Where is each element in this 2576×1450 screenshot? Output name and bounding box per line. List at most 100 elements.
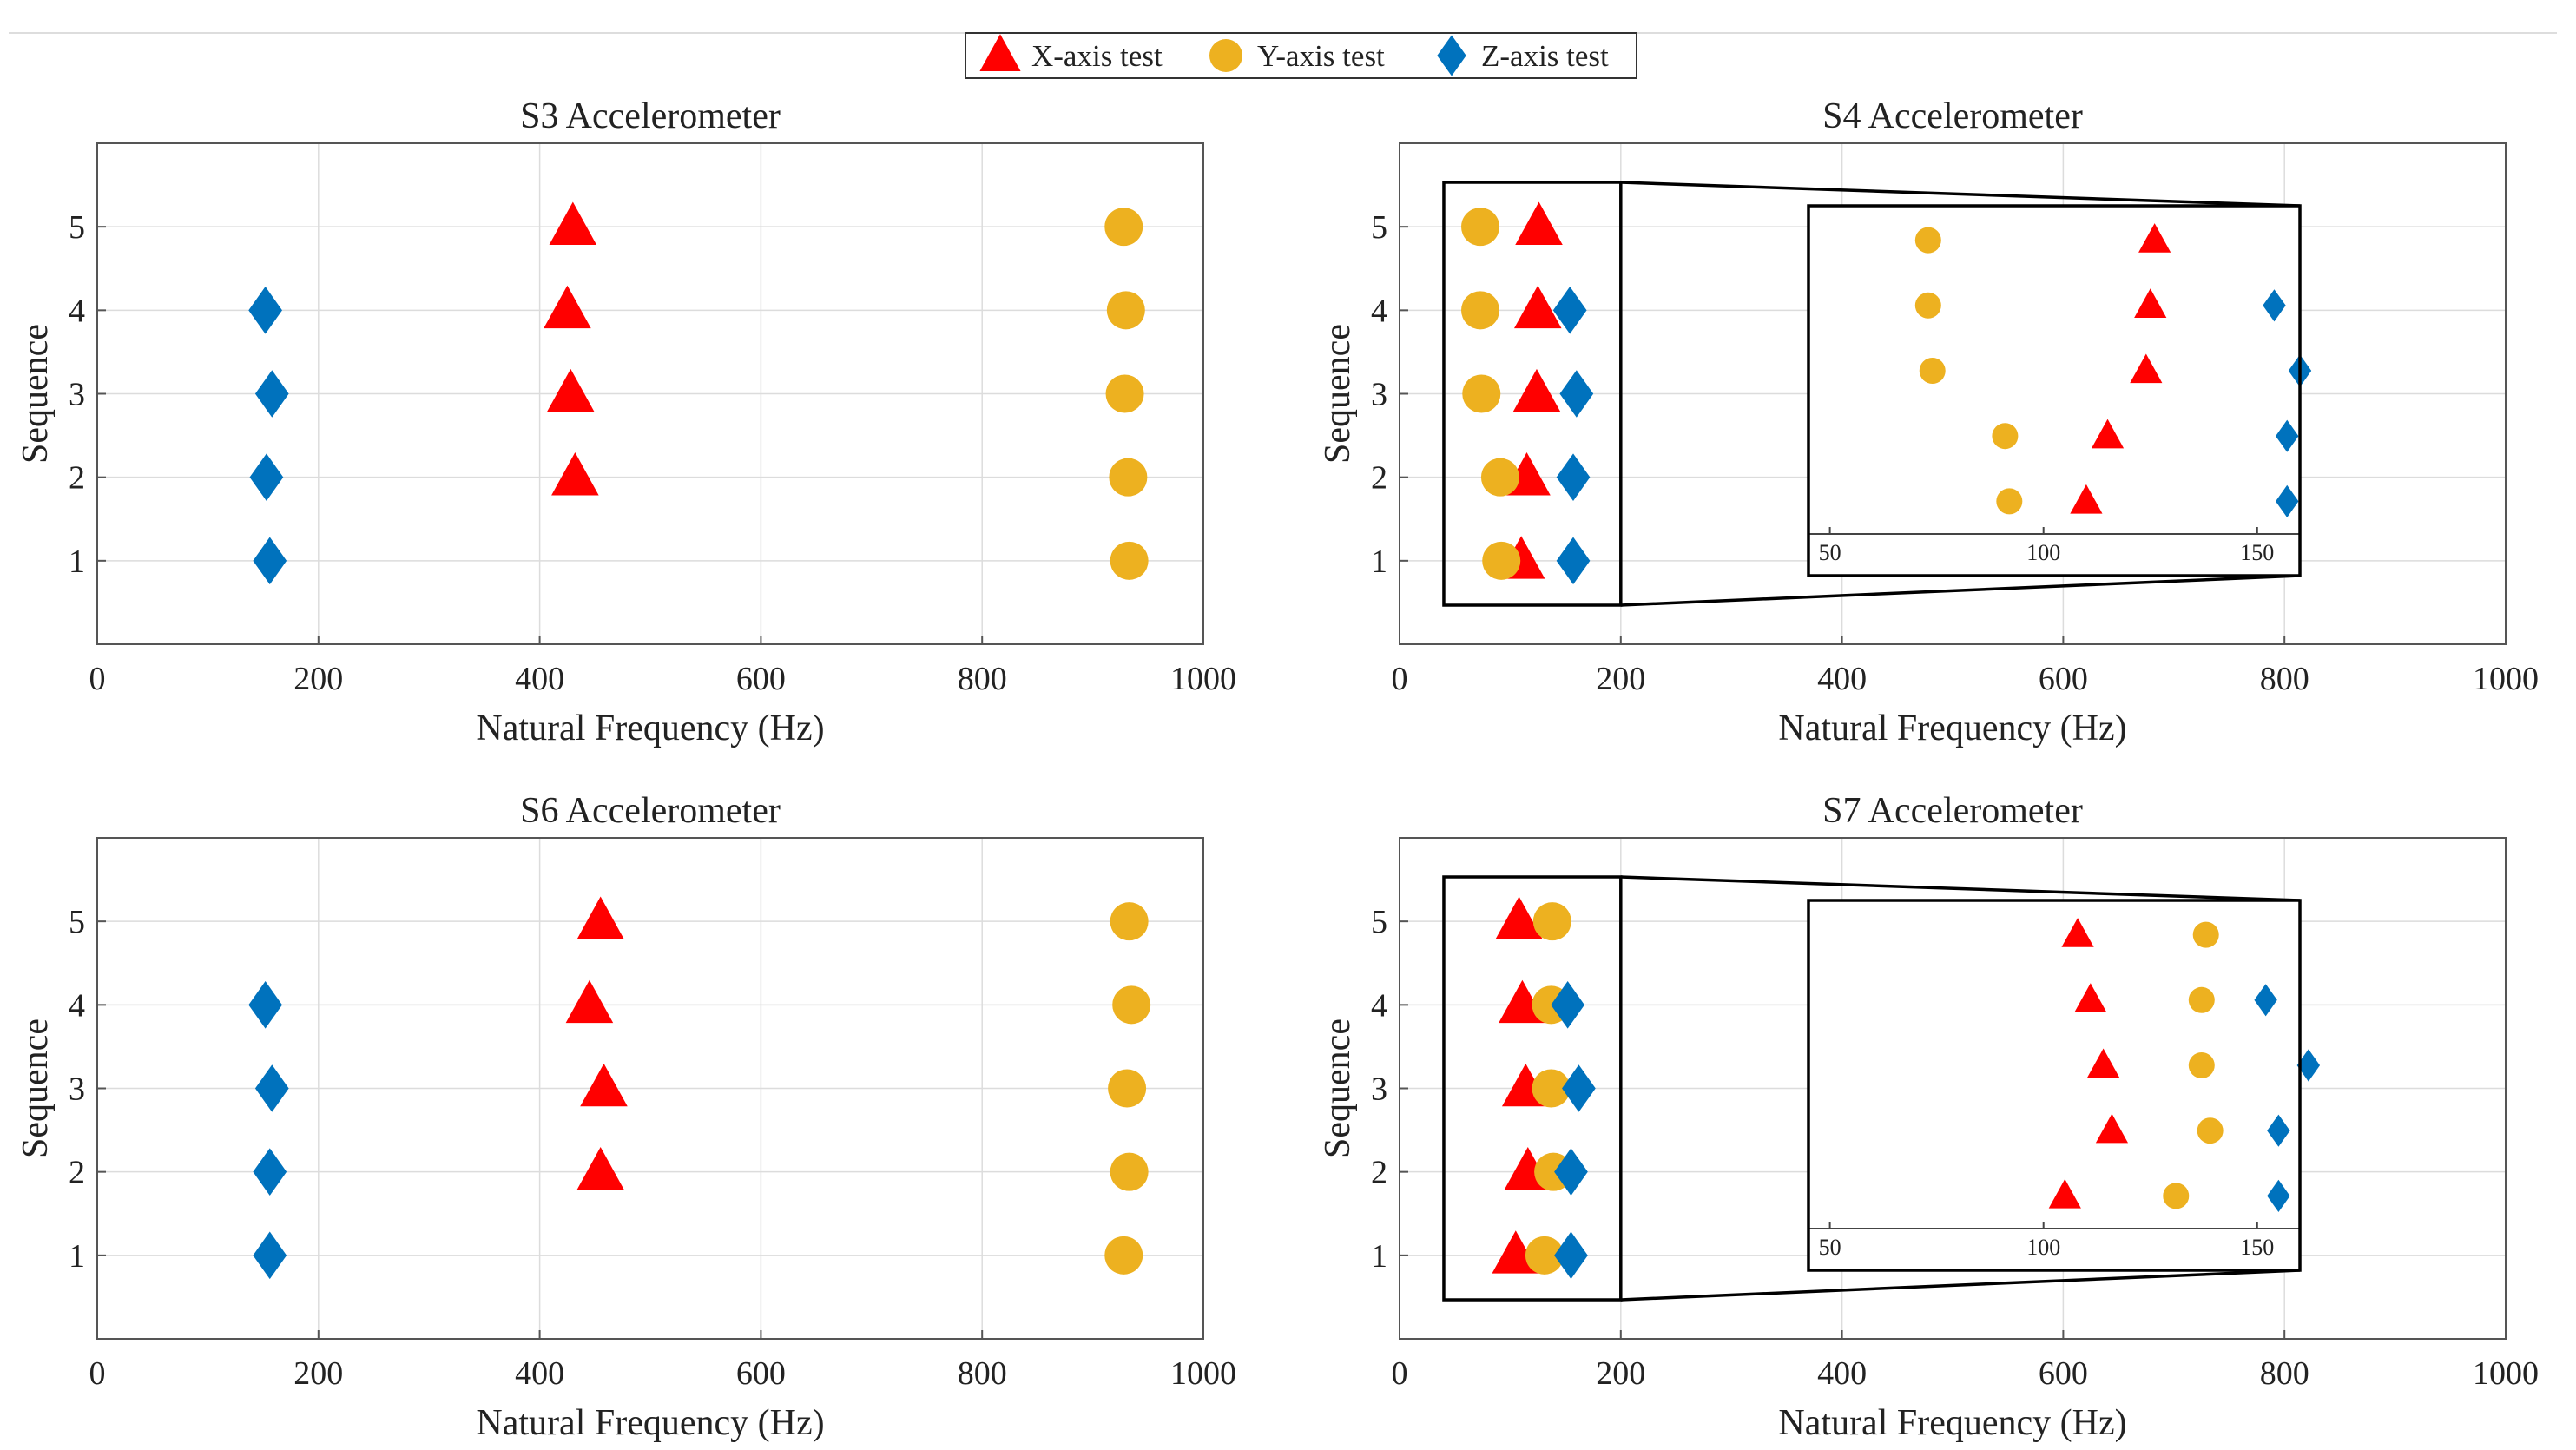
x-tick-label: 200 [293, 661, 343, 697]
data-point-circle [1110, 541, 1149, 580]
x-tick-label: 800 [958, 661, 1007, 697]
data-point-diamond [254, 370, 289, 418]
chart-title: S7 Accelerometer [1822, 791, 2083, 831]
legend-label: X-axis test [1031, 39, 1163, 73]
y-tick-label: 5 [69, 209, 85, 246]
x-tick-label: 200 [1596, 1355, 1645, 1392]
x-tick-label: 800 [2260, 1355, 2309, 1392]
data-point-triangle [1495, 896, 1543, 939]
inset-point-triangle [2087, 1048, 2120, 1078]
data-point-circle [1461, 208, 1500, 247]
inset-point-circle [2197, 1117, 2224, 1144]
x-axis-label: Natural Frequency (Hz) [476, 1403, 824, 1443]
inset-point-diamond [2263, 289, 2286, 322]
data-point-triangle [576, 896, 624, 939]
data-point-diamond [1559, 370, 1594, 418]
inset-point-triangle [2134, 288, 2167, 318]
legend-box [965, 32, 1637, 79]
inset-point-diamond [2276, 419, 2299, 452]
chart-title: S3 Accelerometer [520, 96, 781, 136]
inset-point-circle [2163, 1183, 2190, 1209]
y-axis-label: Sequence [16, 1018, 56, 1158]
inset-point-diamond [2267, 1114, 2290, 1147]
y-tick-label: 1 [1371, 544, 1387, 580]
y-tick-label: 3 [69, 1071, 85, 1108]
x-tick-label: 0 [89, 661, 106, 697]
inset-point-circle [2192, 921, 2219, 948]
y-tick-label: 1 [1371, 1238, 1387, 1275]
y-tick-label: 2 [69, 1155, 85, 1191]
inset-point-diamond [2276, 484, 2299, 517]
x-tick-label: 200 [293, 1355, 343, 1392]
data-point-diamond [248, 287, 283, 334]
zoom-box [1442, 181, 1623, 607]
x-tick-label: 600 [2039, 661, 2088, 697]
legend-marker-diamond-icon [1437, 35, 1466, 76]
data-point-diamond [1552, 287, 1587, 334]
data-point-diamond [1556, 537, 1591, 585]
inset-point-triangle [2091, 419, 2125, 449]
data-point-diamond [1554, 1231, 1588, 1280]
inset-point-circle [2188, 986, 2215, 1013]
legend-label: Y-axis test [1257, 39, 1385, 73]
data-point-triangle [565, 979, 614, 1024]
data-point-triangle [546, 368, 595, 412]
inset-area [1808, 206, 2300, 576]
x-tick-label: 1000 [2473, 1355, 2539, 1392]
zoom-connector [1620, 875, 2301, 902]
inset-point-circle [1919, 358, 1946, 384]
y-tick-label: 5 [1371, 904, 1387, 940]
inset-x-tick-label: 50 [1819, 1235, 1841, 1260]
data-point-circle [1106, 291, 1145, 330]
y-axis-label: Sequence [16, 324, 56, 464]
data-point-circle [1482, 541, 1521, 580]
x-tick-label: 0 [89, 1355, 106, 1392]
inset-x-tick-label: 100 [2026, 1235, 2060, 1260]
inset-point-triangle [2070, 484, 2103, 514]
legend-marker-triangle-icon [979, 34, 1021, 71]
zoom-connector [1620, 574, 2301, 607]
x-axis-label: Natural Frequency (Hz) [1778, 1403, 2126, 1443]
data-point-circle [1104, 208, 1143, 247]
inset-point-circle [1996, 488, 2023, 515]
legend-marker-circle-icon [1209, 39, 1242, 72]
inset-x-tick-label: 150 [2240, 540, 2274, 565]
data-point-circle [1112, 985, 1151, 1025]
x-tick-label: 0 [1392, 661, 1408, 697]
data-point-diamond [253, 1231, 287, 1280]
data-point-circle [1532, 1069, 1571, 1108]
y-tick-label: 2 [69, 460, 85, 497]
x-tick-label: 400 [515, 1355, 564, 1392]
y-tick-label: 3 [1371, 377, 1387, 413]
data-point-triangle [576, 1147, 624, 1190]
data-point-diamond [248, 981, 283, 1029]
data-point-diamond [249, 453, 284, 501]
data-point-circle [1461, 291, 1500, 330]
zoom-connector [1620, 1269, 2301, 1302]
y-tick-label: 2 [1371, 1155, 1387, 1191]
data-point-circle [1110, 902, 1149, 941]
inset-x-tick-label: 50 [1819, 540, 1841, 565]
y-tick-label: 3 [1371, 1071, 1387, 1108]
legend-label: Z-axis test [1481, 39, 1609, 73]
legend-item: Z-axis test [1437, 35, 1609, 76]
inset-x-tick-label: 100 [2026, 540, 2060, 565]
inset-point-triangle [2095, 1113, 2129, 1144]
zoom-box [1442, 875, 1623, 1302]
x-tick-label: 200 [1596, 661, 1645, 697]
x-tick-label: 600 [736, 661, 786, 697]
inset-point-diamond [2296, 1049, 2321, 1082]
data-point-triangle [549, 201, 597, 245]
y-tick-label: 2 [1371, 460, 1387, 497]
x-tick-label: 400 [1817, 661, 1867, 697]
inset-point-diamond [2254, 984, 2277, 1017]
data-point-diamond [1554, 1148, 1588, 1196]
inset-area [1808, 900, 2300, 1270]
